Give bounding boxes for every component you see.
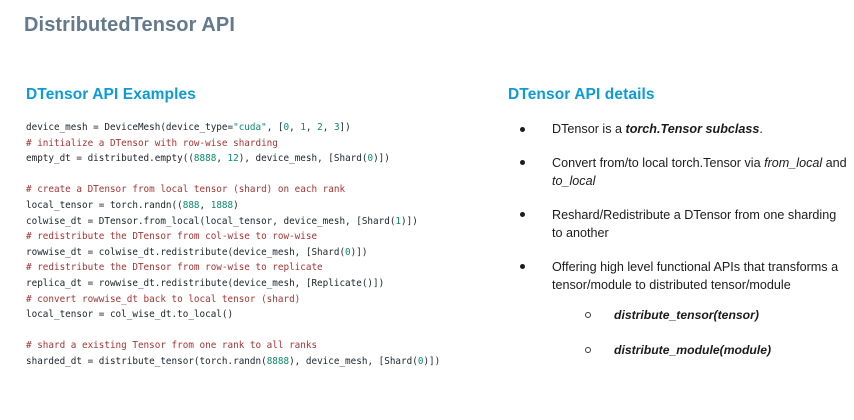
list-item: Reshard/Redistribute a DTensor from one … <box>508 206 848 243</box>
code-token-plain: ), device_mesh, [Shard( <box>238 153 368 165</box>
code-line: sharded_dt = distribute_tensor(torch.ran… <box>26 354 496 370</box>
code-token-plain: ) <box>233 199 239 211</box>
code-line: empty_dt = distributed.empty((8888, 12),… <box>26 151 496 167</box>
list-item-text: Offering high level functional APIs that… <box>552 259 839 293</box>
list-item: Offering high level functional APIs that… <box>508 258 848 359</box>
code-token-plain: , <box>199 199 211 211</box>
code-token-number: 3 <box>333 122 340 133</box>
code-block: device_mesh = DeviceMesh(device_type="cu… <box>26 120 496 167</box>
list-item-text: torch.Tensor subclass <box>625 122 760 136</box>
code-examples: device_mesh = DeviceMesh(device_type="cu… <box>26 120 496 370</box>
code-token-plain: )]) <box>423 355 441 367</box>
left-section-heading: DTensor API Examples <box>26 86 196 103</box>
code-token-plain: )]) <box>373 153 390 165</box>
code-token-plain: device_mesh = DeviceMesh(device_type= <box>26 122 234 133</box>
sub-list-item: distribute_tensor(tensor) <box>552 307 848 324</box>
code-token-number: 888 <box>182 199 200 211</box>
list-item-text: Convert from/to local torch.Tensor via <box>552 155 765 170</box>
code-token-number: 0 <box>283 122 290 133</box>
code-token-plain: ]) <box>339 122 351 133</box>
right-section-heading: DTensor API details <box>508 86 655 103</box>
code-token-plain: , <box>322 122 334 133</box>
code-token-comment: # shard a existing Tensor from one rank … <box>26 340 318 352</box>
code-token-comment: # initialize a DTensor with row-wise sha… <box>26 137 278 149</box>
code-token-plain: sharded_dt = distribute_tensor(torch.ran… <box>26 355 267 367</box>
list-item-text: from_local <box>764 155 823 170</box>
list-item-text: . <box>759 122 763 136</box>
list-item-text: and <box>822 155 847 170</box>
code-token-number: 0 <box>417 355 424 367</box>
code-token-number: 0 <box>367 153 374 165</box>
code-token-plain: empty_dt = distributed.empty(( <box>26 153 194 165</box>
list-item: Convert from/to local torch.Tensor via f… <box>508 154 848 191</box>
code-line: # create a DTensor from local tensor (sh… <box>26 182 496 198</box>
code-token-plain: local_tensor = col_wise_dt.to_local() <box>26 309 234 321</box>
code-token-comment: # create a DTensor from local tensor (sh… <box>26 184 346 196</box>
code-line: # convert rowwise_dt back to local tenso… <box>26 292 496 308</box>
code-line: # redistribute the DTensor from row-wise… <box>26 260 496 276</box>
code-line: replica_dt = rowwise_dt.redistribute(dev… <box>26 276 496 292</box>
list-item-text: Reshard/Redistribute a DTensor from one … <box>552 207 837 241</box>
code-token-comment: # convert rowwise_dt back to local tenso… <box>26 293 301 305</box>
code-token-number: 1 <box>395 215 402 227</box>
code-token-plain: , <box>305 122 318 133</box>
code-token-plain: replica_dt = rowwise_dt.redistribute(dev… <box>26 277 385 289</box>
code-line: rowwise_dt = colwise_dt.redistribute(dev… <box>26 245 496 261</box>
code-line: # shard a existing Tensor from one rank … <box>26 338 496 354</box>
code-token-number: 8888 <box>193 153 217 165</box>
list-item-text: to_local <box>552 174 596 188</box>
code-token-plain: rowwise_dt = colwise_dt.redistribute(dev… <box>26 246 346 258</box>
code-token-plain: colwise_dt = DTensor.from_local(local_te… <box>26 215 396 227</box>
page-title: DistributedTensor API <box>24 14 236 36</box>
code-token-comment: # redistribute the DTensor from col-wise… <box>26 231 318 243</box>
sub-list: distribute_tensor(tensor) distribute_modu… <box>552 307 848 359</box>
code-block: # shard a existing Tensor from one rank … <box>26 338 496 369</box>
code-token-plain: ), device_mesh, [Shard( <box>289 355 418 367</box>
code-token-number: 8888 <box>266 355 290 367</box>
code-line: colwise_dt = DTensor.from_local(local_te… <box>26 214 496 230</box>
list-item: DTensor is a torch.Tensor subclass. <box>508 120 848 139</box>
code-token-number: 1888 <box>210 199 234 211</box>
code-token-plain: )]) <box>350 246 368 258</box>
code-token-plain: )]) <box>401 215 418 227</box>
code-token-number: 0 <box>345 246 351 258</box>
code-token-string: "cuda" <box>233 122 267 133</box>
code-token-plain: , <box>289 122 301 133</box>
code-token-plain: , <box>216 153 228 165</box>
sub-list-item: distribute_module(module) <box>552 342 848 359</box>
code-token-comment: # redistribute the DTensor from row-wise… <box>26 262 323 274</box>
code-token-plain: , [ <box>266 122 284 133</box>
right-column: DTensor API details DTensor is a torch.T… <box>508 86 848 377</box>
code-line: # initialize a DTensor with row-wise sha… <box>26 136 496 152</box>
code-line: local_tensor = torch.randn((888, 1888) <box>26 198 496 214</box>
list-item-text: DTensor is a <box>552 122 626 136</box>
code-line: device_mesh = DeviceMesh(device_type="cu… <box>26 120 496 136</box>
code-block: # create a DTensor from local tensor (sh… <box>26 182 496 322</box>
code-line: local_tensor = col_wise_dt.to_local() <box>26 307 496 323</box>
code-token-number: 1 <box>300 122 306 133</box>
left-column: DTensor API Examples device_mesh = Devic… <box>26 86 496 370</box>
code-token-number: 2 <box>317 122 323 133</box>
api-details-list: DTensor is a torch.Tensor subclass. Conve… <box>508 120 848 359</box>
code-token-plain: local_tensor = torch.randn(( <box>26 199 183 211</box>
code-line: # redistribute the DTensor from col-wise… <box>26 229 496 245</box>
code-token-number: 12 <box>227 153 239 165</box>
